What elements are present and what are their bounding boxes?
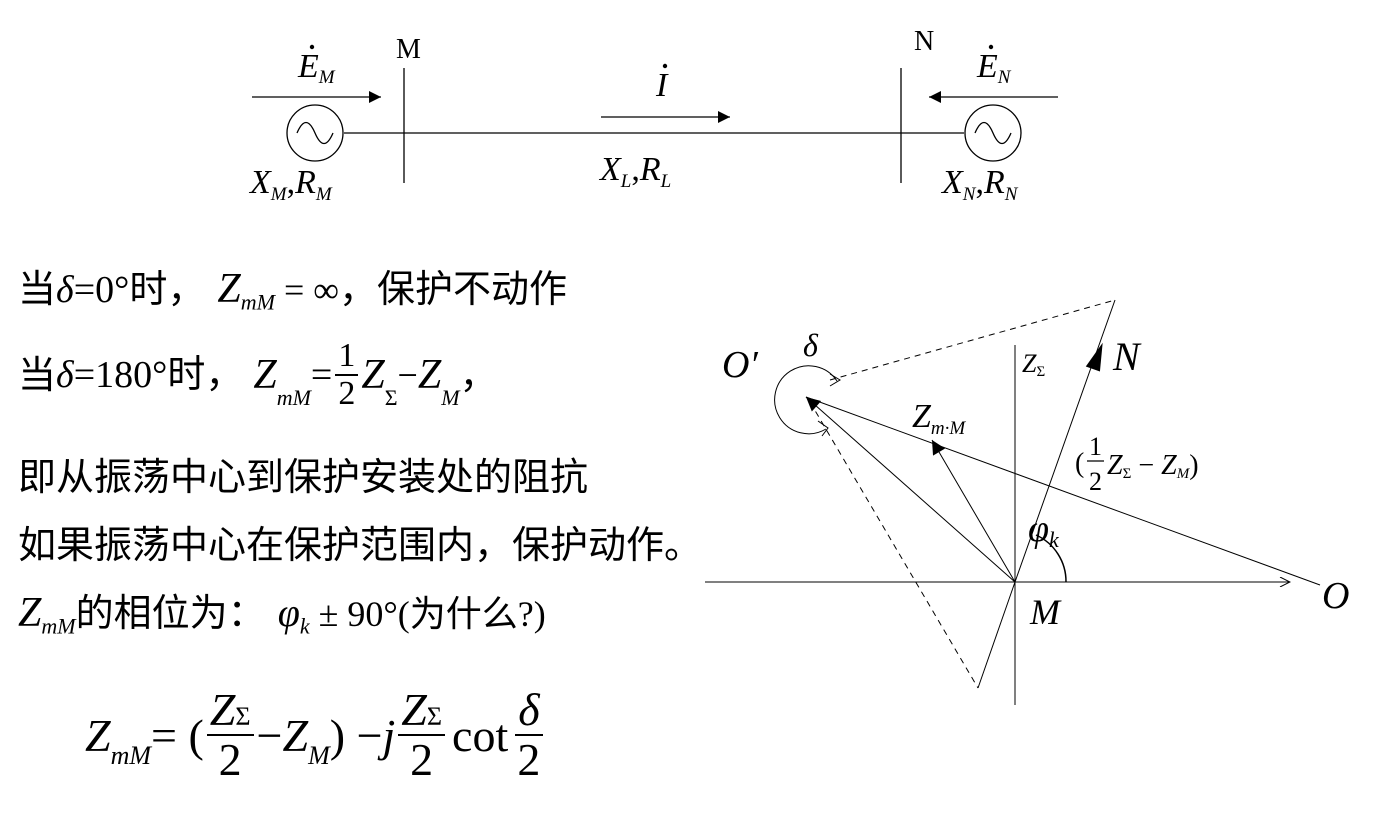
xm-rm-label: XM,RM — [248, 164, 333, 205]
svg-text:ZΣ − ZM): ZΣ − ZM) — [1107, 450, 1199, 482]
svg-text:EM: EM — [297, 48, 336, 88]
line-oprime-o — [805, 396, 1321, 586]
phi-label: φk — [1028, 508, 1060, 552]
m-label: M — [1029, 592, 1062, 632]
half-zsigma-minus-zm-label: ( 1 2 ZΣ − ZM) — [1075, 432, 1199, 496]
svg-text:1: 1 — [1089, 432, 1102, 461]
line-lower-m — [977, 581, 1016, 689]
bus-m-label: M — [396, 34, 421, 65]
em-label: EM — [297, 44, 336, 88]
svg-text:(: ( — [1075, 448, 1084, 479]
generator-n-icon — [964, 104, 1022, 162]
text-line-4: 如果振荡中心在保护范围内，保护动作。 — [18, 523, 703, 567]
zsigma-label: ZΣ — [1022, 349, 1045, 380]
vector-m-n — [1014, 299, 1116, 583]
circuit-diagram: M N EM EN I XM,RM XL,RL XN,RN — [248, 26, 1058, 205]
current-label: I — [655, 63, 669, 104]
xn-rn-label: XN,RN — [940, 164, 1019, 205]
xl-rl-label: XL,RL — [598, 151, 671, 192]
zmm-label: Zm·M — [912, 398, 966, 439]
svg-text:EN: EN — [976, 48, 1012, 88]
oprime-label: O′ — [722, 344, 758, 386]
text-line-3: 即从振荡中心到保护安装处的阻抗 — [18, 455, 589, 499]
svg-text:2: 2 — [1089, 467, 1102, 496]
svg-text:I: I — [655, 67, 669, 104]
delta-label: δ — [803, 327, 819, 363]
generator-m-icon — [286, 104, 344, 162]
vector-m-n-arrowhead — [1085, 342, 1103, 372]
delta-arc — [774, 365, 838, 435]
vector-zmm — [931, 439, 1016, 583]
bus-n-label: N — [914, 26, 934, 57]
n-label: N — [1112, 334, 1142, 379]
text-line-1: 当δ=0°时， ZmM = ∞，保护不动作 — [18, 266, 567, 315]
en-label: EN — [976, 44, 1012, 88]
phi-arc — [1035, 534, 1067, 583]
text-line-5: ZmM的相位为： φk ± 90°(为什么?) — [18, 590, 546, 639]
dashed-upper — [829, 299, 1116, 381]
dashed-lower — [809, 401, 979, 689]
o-label: O — [1322, 575, 1349, 617]
vector-m-oprime — [805, 396, 1016, 583]
